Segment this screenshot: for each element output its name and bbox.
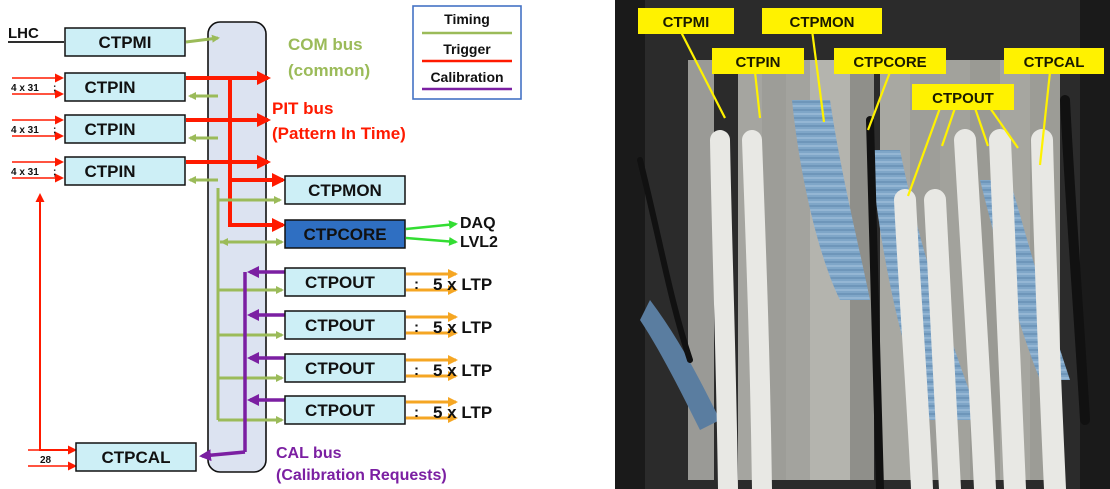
- ctpcal-inputs: 28: [28, 193, 77, 471]
- module-ctpin-3: CTPIN: [64, 156, 186, 186]
- legend-trigger: Trigger: [443, 41, 491, 57]
- ltp-dots-2: :: [414, 319, 419, 336]
- ltp-label-3: 5 x LTP: [433, 361, 492, 380]
- module-ctpmi: CTPMI: [64, 27, 186, 57]
- photo-label-ctpin: CTPIN: [712, 48, 804, 74]
- ctpcal-width: 28: [40, 455, 52, 466]
- ctpin-label-2: CTPIN: [85, 120, 136, 139]
- ltp-output-1: : 5 x LTP: [406, 269, 492, 295]
- cal-bus-title: CAL bus: [276, 445, 342, 462]
- ltp-output-2: : 5 x LTP: [406, 312, 492, 338]
- ltp-label-2: 5 x LTP: [433, 318, 492, 337]
- legend-calibration: Calibration: [430, 69, 503, 85]
- ctpin-label-3: CTPIN: [85, 162, 136, 181]
- photo-ctpin-text: CTPIN: [736, 54, 781, 71]
- ctpmon-label: CTPMON: [308, 181, 382, 200]
- cal-bus-arrows: [199, 266, 285, 462]
- module-ctpout-1: CTPOUT: [284, 267, 406, 297]
- ctpcal-label: CTPCAL: [102, 448, 171, 467]
- photo-label-ctpmi: CTPMI: [638, 8, 734, 34]
- rack-photo: CTPMI CTPMON CTPIN CTPCORE CTPCAL CTPOUT: [615, 0, 1110, 489]
- ctpin-inputs: 4 x 31 ; 4 x 31 ; 4 x 31 ;: [11, 73, 64, 183]
- ctpin-label-1: CTPIN: [85, 78, 136, 97]
- ltp-dots-4: :: [414, 404, 419, 421]
- photo-ctpcore-text: CTPCORE: [853, 54, 926, 71]
- module-ctpout-2: CTPOUT: [284, 310, 406, 340]
- ltp-output-4: : 5 x LTP: [406, 397, 492, 423]
- photo-label-ctpcore: CTPCORE: [834, 48, 946, 74]
- core-outputs: DAQ LVL2: [405, 215, 498, 251]
- ctpin-width-3: 4 x 31: [11, 167, 39, 178]
- photo-callouts: [679, 29, 1052, 197]
- photo-label-ctpmon: CTPMON: [762, 8, 882, 34]
- ctpmi-label: CTPMI: [99, 33, 152, 52]
- ltp-outputs: : 5 x LTP : 5 x LTP : 5 x LTP : 5 x LTP: [406, 269, 492, 423]
- svg-text:;: ;: [53, 167, 56, 178]
- module-ctpin-2: CTPIN: [64, 114, 186, 144]
- cal-bus-sub: (Calibration Requests): [276, 467, 447, 484]
- ctpout-label-3: CTPOUT: [305, 359, 376, 378]
- ctpout-label-4: CTPOUT: [305, 401, 376, 420]
- dark-cables: [637, 95, 1090, 489]
- photo-ctpcal-text: CTPCAL: [1024, 54, 1085, 71]
- ltp-label-4: 5 x LTP: [433, 403, 492, 422]
- photo-label-ctpcal: CTPCAL: [1004, 48, 1104, 74]
- com-bus-arrows: [185, 34, 284, 424]
- module-ctpcore: CTPCORE: [284, 219, 406, 249]
- ltp-label-1: 5 x LTP: [433, 275, 492, 294]
- photo-ctpmi-text: CTPMI: [663, 14, 710, 31]
- lvl2-label: LVL2: [460, 234, 498, 251]
- pit-bus-arrows: [186, 71, 286, 232]
- ctpcore-label: CTPCORE: [303, 225, 386, 244]
- svg-text:;: ;: [53, 83, 56, 94]
- module-ctpin-1: CTPIN: [64, 72, 186, 102]
- daq-label: DAQ: [460, 215, 496, 232]
- photo-ctpmon-text: CTPMON: [790, 14, 855, 31]
- ctpout-label-2: CTPOUT: [305, 316, 376, 335]
- photo-ctpout-text: CTPOUT: [932, 90, 994, 107]
- ctpout-label-1: CTPOUT: [305, 273, 376, 292]
- legend-timing: Timing: [444, 11, 490, 27]
- lhc-label: LHC: [8, 25, 39, 42]
- photo-label-ctpout: CTPOUT: [912, 84, 1014, 110]
- module-ctpmon: CTPMON: [284, 175, 406, 205]
- com-bus-title: COM bus: [288, 35, 363, 54]
- ctpin-width-2: 4 x 31: [11, 125, 39, 136]
- pit-bus-title: PIT bus: [272, 99, 333, 118]
- module-ctpout-4: CTPOUT: [284, 395, 406, 425]
- module-ctpout-3: CTPOUT: [284, 353, 406, 383]
- svg-text:;: ;: [53, 125, 56, 136]
- ltp-dots-1: :: [414, 276, 419, 293]
- white-cables: [710, 129, 1066, 489]
- legend: Timing Trigger Calibration: [412, 5, 522, 100]
- ctpin-width-1: 4 x 31: [11, 83, 39, 94]
- module-ctpcal: CTPCAL: [75, 442, 197, 472]
- block-diagram: LHC 4 x 31 ; 4 x 31 ; 4 x 31 ; 28: [8, 5, 522, 484]
- ltp-dots-3: :: [414, 362, 419, 379]
- pit-bus-sub: (Pattern In Time): [272, 124, 406, 143]
- ltp-output-3: : 5 x LTP: [406, 355, 492, 381]
- com-bus-sub: (common): [288, 61, 370, 80]
